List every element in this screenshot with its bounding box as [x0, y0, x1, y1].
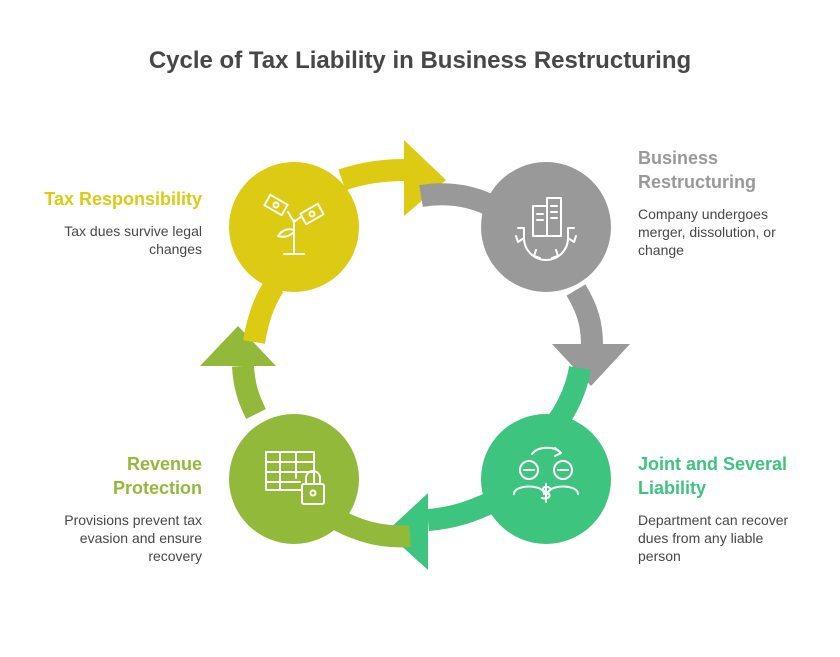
node-joint-liability	[481, 414, 611, 544]
arrow-revenue-to-tax	[200, 280, 284, 419]
tax-responsibility-label: Tax Responsibility	[44, 189, 202, 209]
business-restructuring-label: Business Restructuring	[638, 148, 757, 192]
arrow-joint-to-revenue	[332, 492, 497, 570]
business-restructuring-description: Company undergoes merger, dissolution, o…	[638, 206, 776, 258]
revenue-protection-description: Provisions prevent tax evasion and ensur…	[64, 512, 202, 564]
plant-money-icon	[263, 193, 325, 255]
node-revenue-protection	[229, 414, 359, 544]
joint-liability-label: Joint and Several Liability	[638, 454, 788, 498]
people-exchange-icon	[513, 446, 579, 503]
table-lock-icon	[265, 451, 325, 505]
tax-responsibility-description: Tax dues survive legal changes	[64, 223, 202, 257]
arrow-restructuring-to-joint	[546, 284, 630, 431]
revenue-protection-label: Revenue Protection	[112, 454, 202, 498]
diagram-title: Cycle of Tax Liability in Business Restr…	[148, 47, 692, 74]
building-gear-icon	[515, 197, 577, 261]
arrow-tax-to-restructuring	[338, 140, 502, 218]
joint-liability-description: Department can recover dues from any lia…	[638, 512, 789, 564]
